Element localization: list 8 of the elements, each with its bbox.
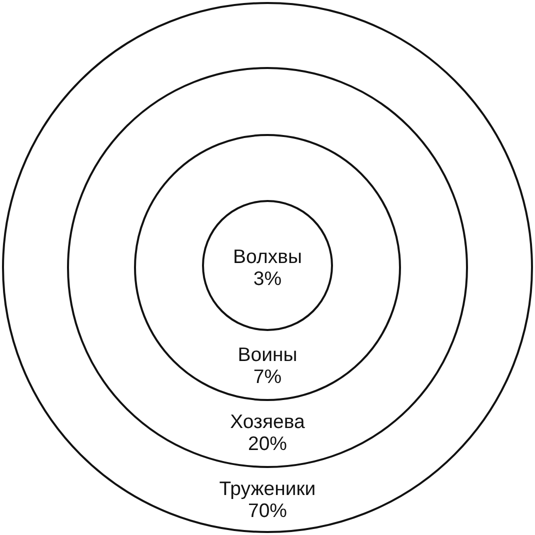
group-name: Воины	[238, 344, 298, 366]
percentage-value: 70%	[248, 500, 288, 522]
group-name: Хозяева	[230, 411, 305, 433]
percentage-value: 20%	[248, 433, 288, 455]
group-name: Труженики	[219, 478, 316, 500]
group-name: Волхвы	[233, 246, 302, 268]
percentage-value: 3%	[253, 268, 282, 290]
percentage-value: 7%	[253, 366, 282, 388]
